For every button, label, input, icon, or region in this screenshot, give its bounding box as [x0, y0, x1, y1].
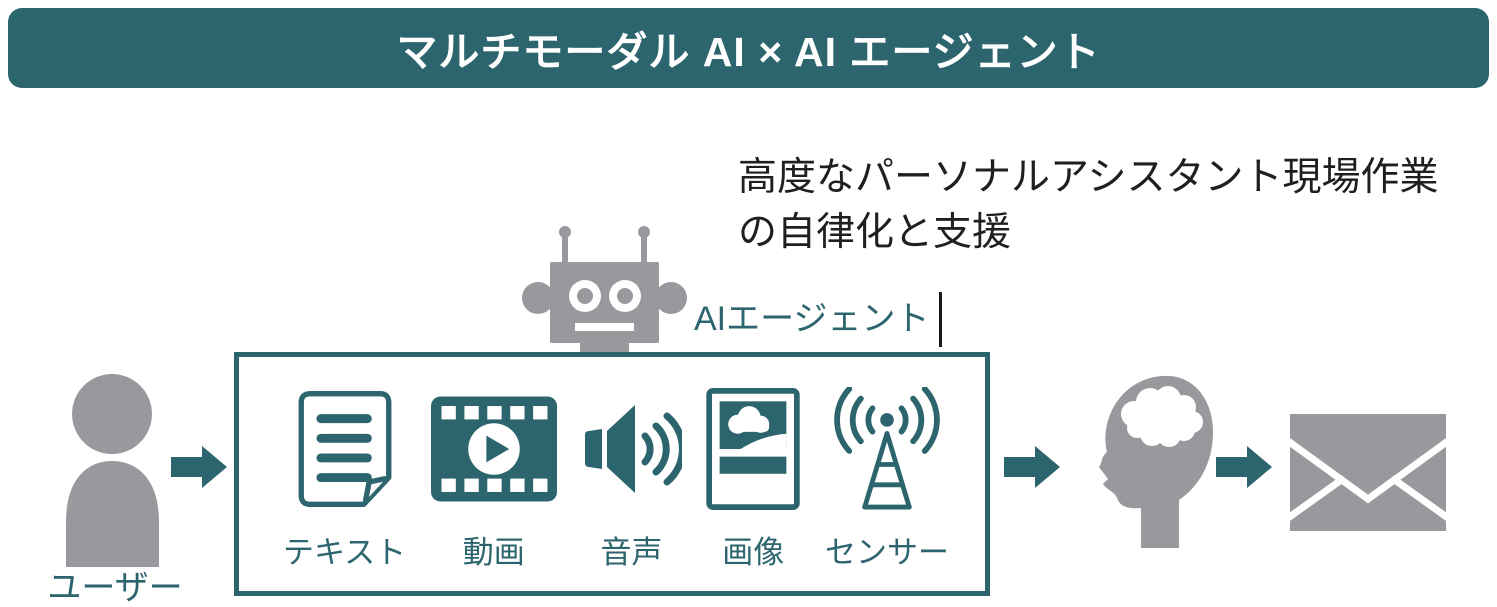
annotation-line-1: 高度なパーソナルアシスタント現場作業 [738, 156, 1439, 199]
modality-label: 音声 [600, 535, 663, 570]
agent-label: AIエージェント [694, 300, 930, 338]
arrow-right-icon [1004, 446, 1060, 488]
modality-item-text: テキスト [283, 385, 406, 572]
text-document-icon [295, 385, 395, 513]
annotation-text: 高度なパーソナルアシスタント現場作業 の自律化と支援 [738, 150, 1497, 260]
page-title: マルチモーダル AI × AI エージェント [396, 29, 1101, 75]
modality-item-audio: 音声 [582, 385, 682, 572]
modality-box: テキスト 動画 [234, 352, 990, 596]
robot-icon [522, 226, 687, 355]
modality-label: 画像 [722, 535, 785, 570]
video-icon [430, 385, 557, 513]
head-brain-icon [1099, 375, 1213, 548]
audio-icon [582, 385, 682, 513]
modality-label: 動画 [462, 535, 525, 570]
modality-label: テキスト [283, 535, 407, 570]
user-label: ユーザー [47, 569, 183, 607]
text-cursor [939, 292, 943, 347]
agent-label-row: AIエージェント [694, 292, 943, 347]
modality-item-image: 画像 [706, 385, 800, 572]
modality-item-sensor: センサー [825, 385, 949, 572]
arrow-right-icon [171, 446, 227, 488]
arrow-right-icon [1216, 446, 1272, 488]
modality-item-video: 動画 [430, 385, 557, 572]
user-icon [66, 374, 159, 567]
annotation-line-2: の自律化と支援 [738, 211, 1012, 254]
modality-label: センサー [824, 535, 949, 570]
image-icon [706, 385, 800, 513]
title-banner: マルチモーダル AI × AI エージェント [8, 8, 1489, 88]
sensor-icon [826, 385, 948, 513]
envelope-icon [1290, 414, 1446, 531]
